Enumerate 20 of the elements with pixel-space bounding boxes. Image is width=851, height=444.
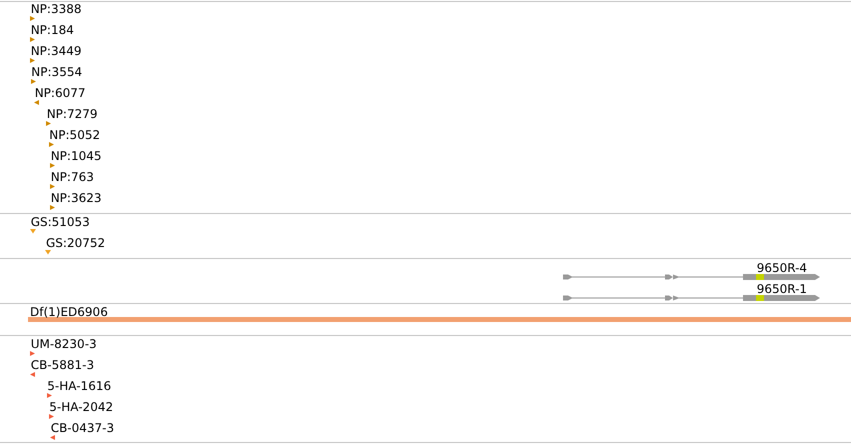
feature-label: NP:6077 bbox=[34, 86, 86, 100]
feature-label: 5-HA-1616 bbox=[47, 378, 112, 393]
feature-label: NP:3623 bbox=[50, 190, 102, 205]
feature-label: CB-5881-3 bbox=[30, 358, 94, 372]
feature-label: NP:3554 bbox=[31, 64, 82, 79]
feature-label: NP:763 bbox=[50, 170, 94, 184]
feature-label: 5-HA-2042 bbox=[49, 400, 114, 414]
feature-label: NP:5052 bbox=[49, 128, 100, 142]
feature-label: GS:51053 bbox=[30, 214, 90, 229]
feature-label: CB-0437-3 bbox=[50, 420, 114, 435]
feature-label: GS:20752 bbox=[46, 236, 106, 250]
feature-label: UM-8230-3 bbox=[30, 336, 97, 351]
feature-label: NP:184 bbox=[30, 22, 74, 37]
feature-label: NP:3449 bbox=[30, 44, 82, 58]
feature-label: 9650R-1 bbox=[756, 282, 808, 296]
feature-label: NP:3388 bbox=[30, 2, 82, 16]
feature-label: Df(1)ED6906 bbox=[30, 304, 108, 319]
feature-label: NP:1045 bbox=[50, 148, 102, 163]
feature-label: NP:7279 bbox=[46, 106, 98, 121]
feature-label: 9650R-4 bbox=[756, 260, 808, 275]
